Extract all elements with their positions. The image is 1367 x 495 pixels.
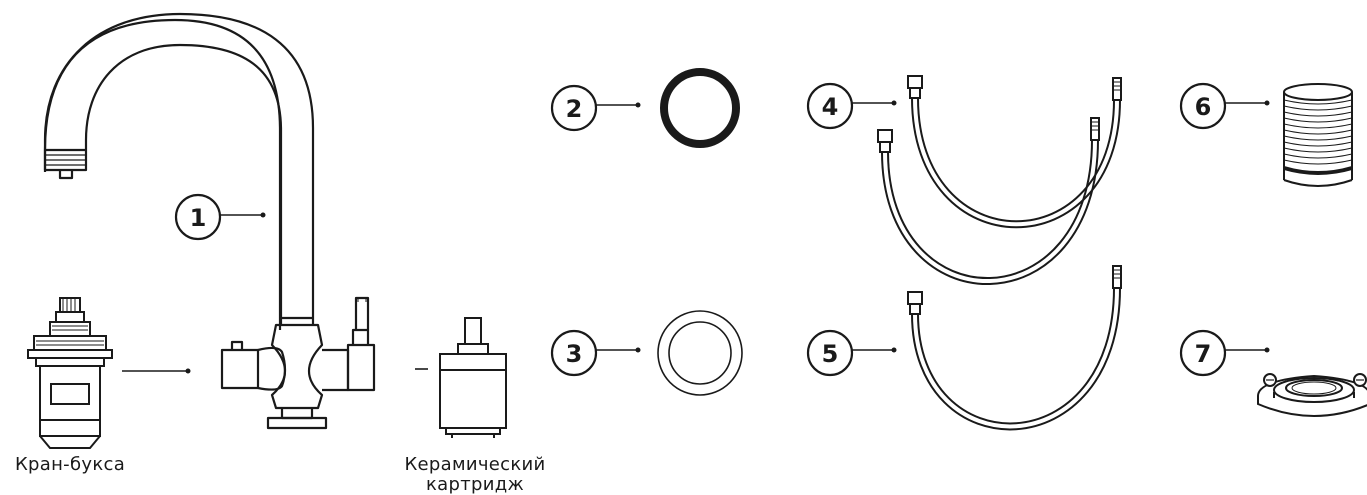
label-ceramic-cartridge-line2: картридж: [426, 474, 524, 495]
label-kran-buksa: Кран-букса: [14, 454, 126, 475]
callout-2: 2: [550, 84, 641, 132]
hose-single-part: [907, 265, 1122, 431]
o-ring-part: [660, 68, 740, 148]
callout-3: 3: [550, 329, 641, 377]
callout-6: 6: [1179, 82, 1270, 130]
faucet-spout: [43, 18, 282, 330]
threaded-sleeve-part: [1283, 83, 1353, 187]
faucet-body: [270, 323, 324, 410]
kran-buksa-part: [27, 297, 113, 449]
ceramic-cartridge-part: [439, 317, 507, 438]
hose-pair-part: [877, 75, 1122, 285]
lock-nut-part: [1257, 373, 1367, 417]
callout-3-number: 3: [566, 340, 583, 368]
callout-6-number: 6: [1195, 93, 1212, 121]
label-ceramic-cartridge: Керамический картридж: [385, 455, 565, 495]
callout-7-number: 7: [1195, 340, 1212, 368]
callout-5: 5: [806, 329, 897, 377]
callout-7: 7: [1179, 329, 1270, 377]
callout-4: 4: [806, 82, 897, 130]
faucet: [43, 0, 376, 430]
callout-1-number: 1: [190, 204, 207, 232]
callout-4-number: 4: [822, 93, 839, 121]
washer-part: [657, 310, 743, 396]
faucet-spout-outer: [176, 0, 314, 325]
callout-2-number: 2: [566, 95, 583, 123]
callout-1: 1: [174, 193, 266, 241]
callout-5-number: 5: [822, 340, 839, 368]
label-ceramic-cartridge-line1: Керамический: [404, 454, 546, 475]
